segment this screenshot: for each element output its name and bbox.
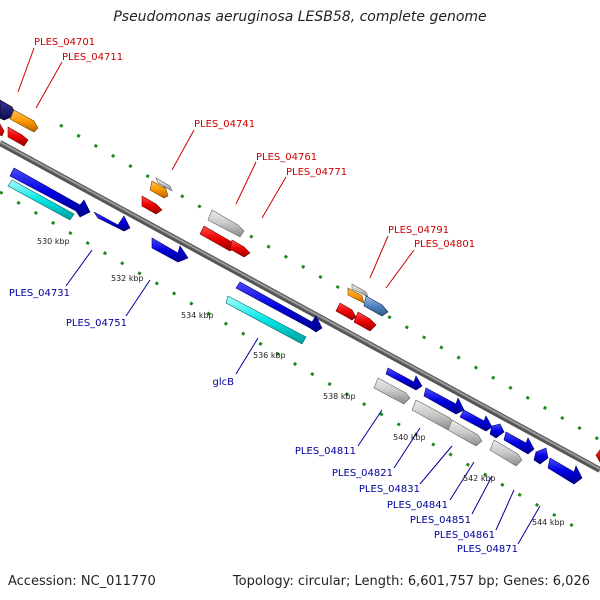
gene-feature xyxy=(489,439,523,467)
forward-strand xyxy=(0,99,600,463)
gene-feature xyxy=(229,239,251,258)
gene-label: PLES_04871 xyxy=(457,544,518,555)
gene-feature xyxy=(149,180,169,199)
gene-feature xyxy=(503,431,535,455)
scale-label: 540 kbp xyxy=(393,433,426,442)
gene-feature xyxy=(151,237,189,263)
scale-label: 532 kbp xyxy=(111,274,144,283)
gene-label: PLES_04801 xyxy=(414,239,475,250)
gene-feature xyxy=(533,447,549,465)
outer-tick-track xyxy=(59,123,600,442)
gene-feature xyxy=(235,281,323,333)
gene-label: PLES_04851 xyxy=(410,515,471,526)
gene-feature xyxy=(353,311,377,332)
gene-label: PLES_04761 xyxy=(256,152,317,163)
gene-label: PLES_04861 xyxy=(434,530,495,541)
gene-label: PLES_04741 xyxy=(194,119,255,130)
genome-backbone-highlight xyxy=(0,141,600,470)
gene-label: PLES_04701 xyxy=(34,37,95,48)
gene-feature xyxy=(363,295,389,317)
gene-feature xyxy=(335,302,357,321)
gene-label: PLES_04791 xyxy=(388,225,449,236)
scale-label: 536 kbp xyxy=(253,351,286,360)
gene-label: PLES_04771 xyxy=(286,167,347,178)
scale-labels: 530 kbp 532 kbp 534 kbp 536 kbp 538 kbp … xyxy=(37,237,565,527)
gene-feature xyxy=(155,177,173,192)
genome-stats-text: Topology: circular; Length: 6,601,757 bp… xyxy=(232,574,590,589)
gene-label: PLES_04841 xyxy=(387,500,448,511)
reverse-gene-labels: PLES_04731 PLES_04751 glcB PLES_04811 PL… xyxy=(9,288,518,555)
map-title: Pseudomonas aeruginosa LESB58, complete … xyxy=(113,9,487,25)
forward-gene-labels: PLES_04701 PLES_04711 PLES_04741 PLES_04… xyxy=(34,37,475,250)
gene-feature xyxy=(595,449,600,463)
forward-label-leaders xyxy=(17,47,415,289)
gene-feature xyxy=(93,211,131,232)
gene-feature xyxy=(447,419,483,447)
accession-text: Accession: NC_011770 xyxy=(8,574,156,589)
gene-label: PLES_04751 xyxy=(66,318,127,329)
reverse-label-leaders xyxy=(65,249,541,545)
scale-label: 542 kbp xyxy=(463,474,496,483)
gene-feature xyxy=(547,457,583,485)
gene-label: PLES_04711 xyxy=(62,52,123,63)
gene-feature xyxy=(347,287,365,304)
scale-label: 538 kbp xyxy=(323,392,356,401)
gene-feature xyxy=(373,377,411,405)
scale-label: 534 kbp xyxy=(181,311,214,320)
gene-feature xyxy=(141,195,163,215)
gene-feature xyxy=(9,109,39,133)
gene-feature xyxy=(7,179,75,221)
gene-label: PLES_04731 xyxy=(9,288,70,299)
gene-label: PLES_04821 xyxy=(332,468,393,479)
gene-feature xyxy=(489,423,505,439)
gene-label: PLES_04831 xyxy=(359,484,420,495)
gene-feature xyxy=(7,126,29,147)
gene-label: PLES_04811 xyxy=(295,446,356,457)
gene-feature xyxy=(385,367,423,391)
gene-label: glcB xyxy=(213,377,235,388)
scale-label: 530 kbp xyxy=(37,237,70,246)
reverse-strand xyxy=(7,167,583,485)
gene-feature xyxy=(207,209,245,238)
scale-label: 544 kbp xyxy=(532,518,565,527)
gene-feature xyxy=(225,295,307,345)
gene-feature xyxy=(0,123,5,137)
gene-feature xyxy=(9,167,91,218)
